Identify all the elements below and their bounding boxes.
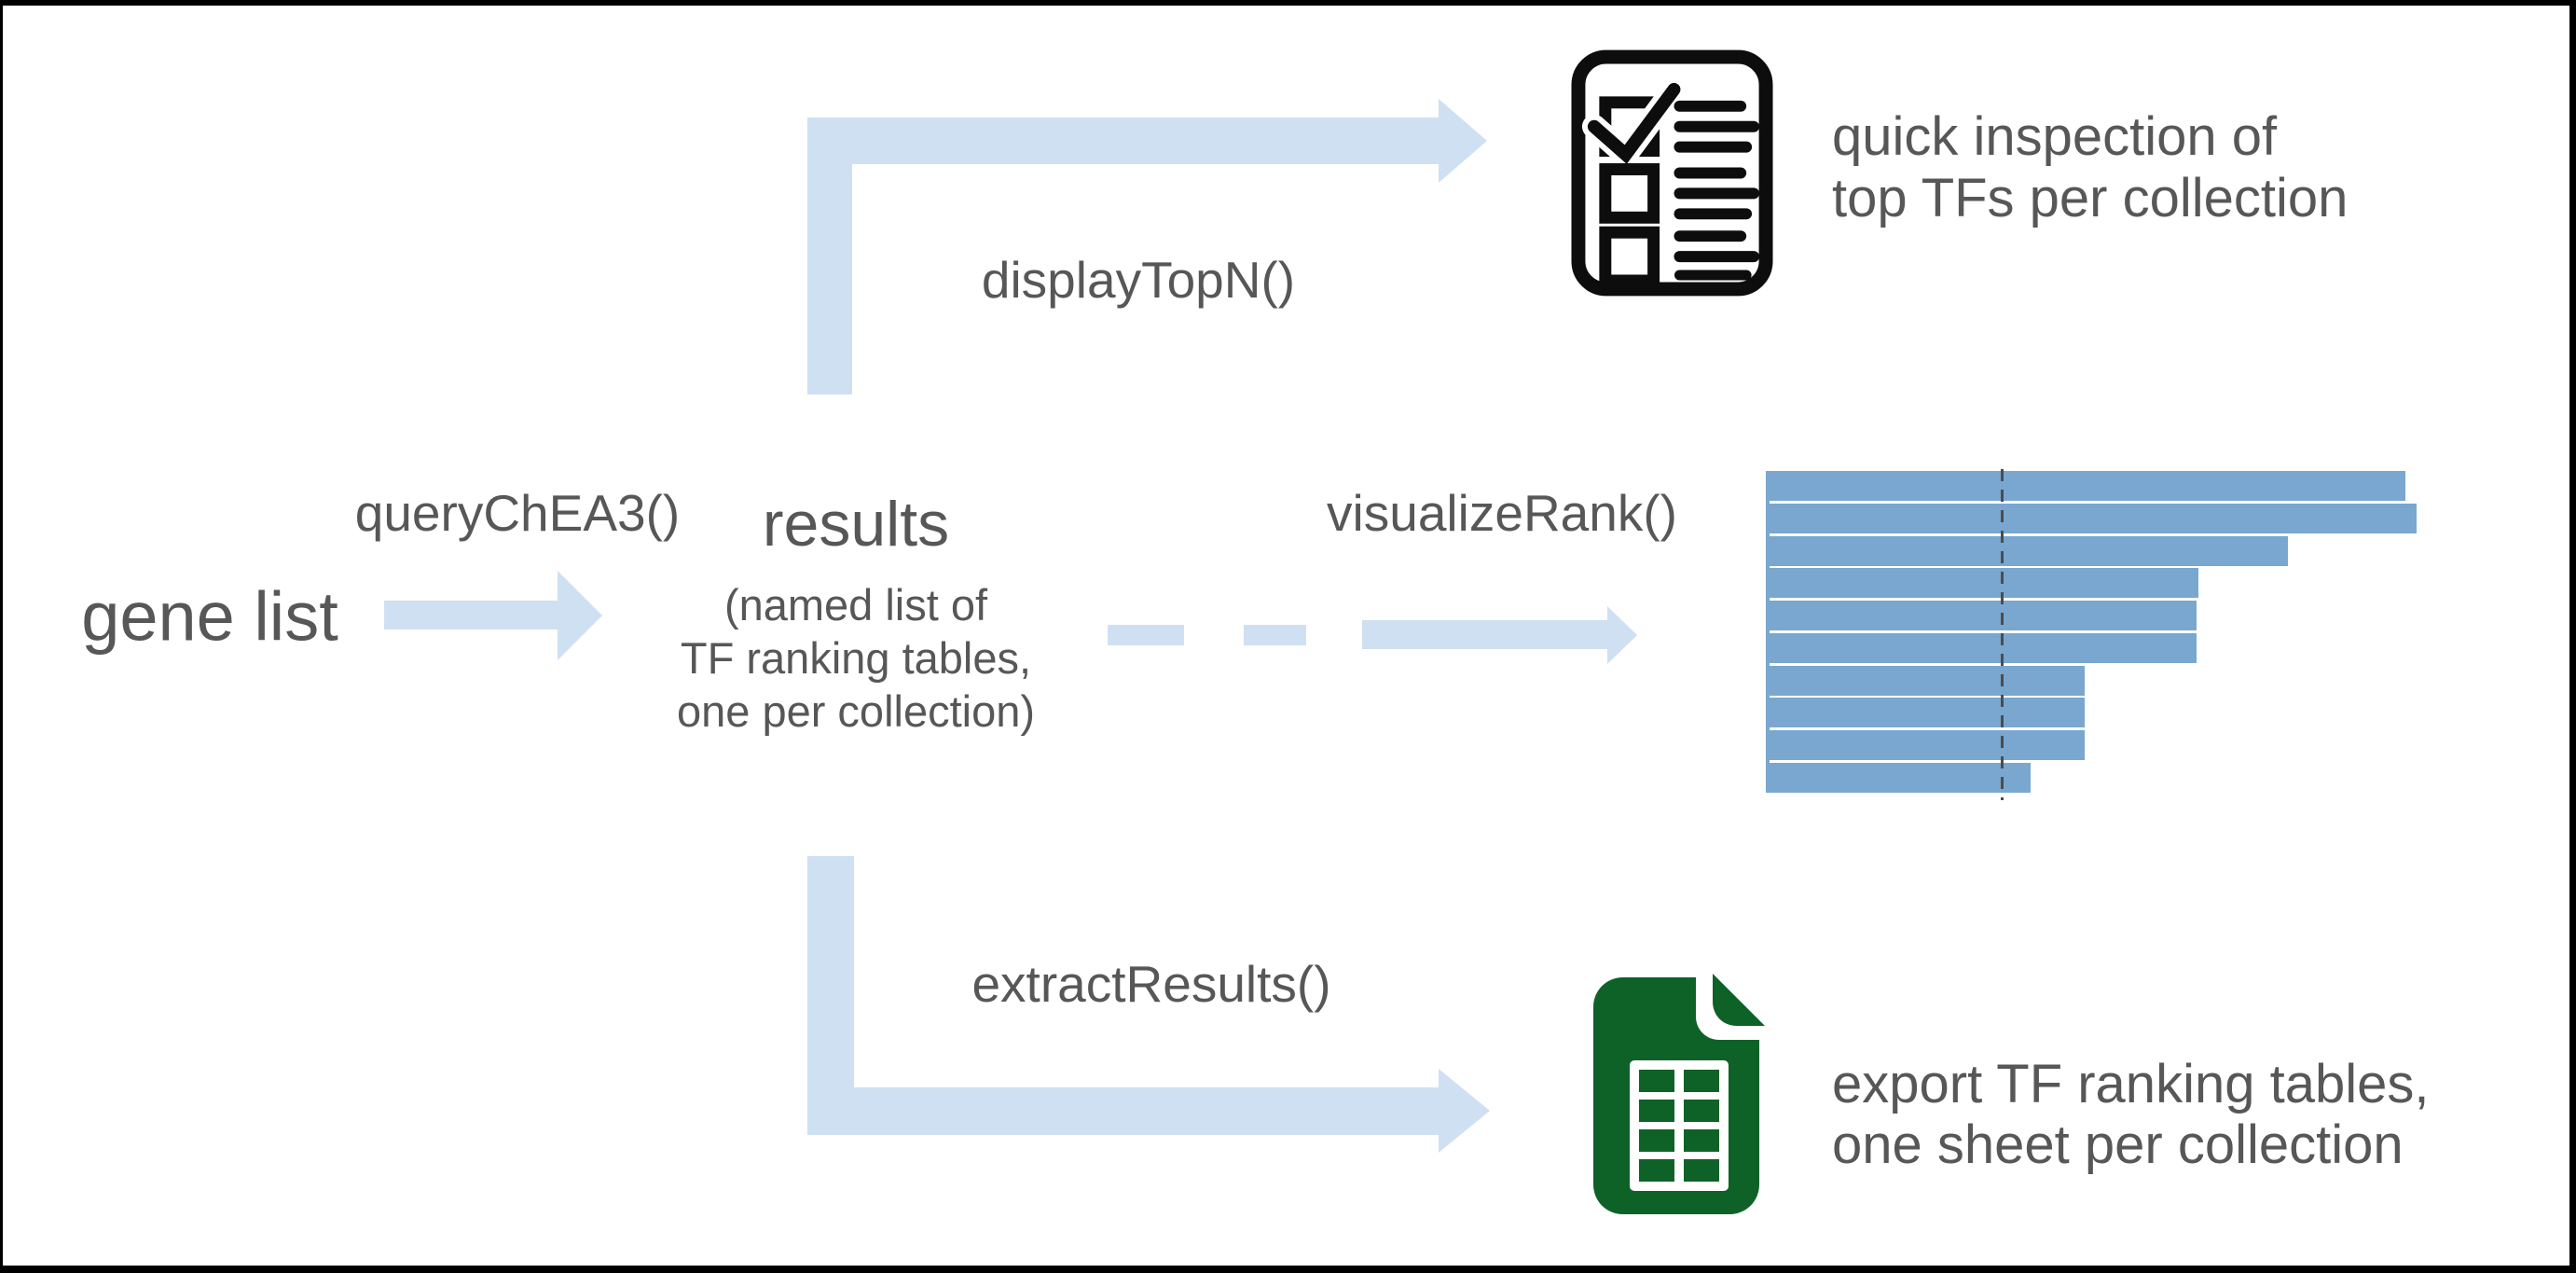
left-edge-bar xyxy=(0,0,3,1273)
export-line-1: export TF ranking tables, xyxy=(1832,1054,2430,1114)
display-arrow-head xyxy=(1439,99,1487,183)
results-sub-line-1: (named list of xyxy=(723,580,988,630)
inspection-line-1: quick inspection of xyxy=(1832,106,2278,167)
visualize-arrow-body xyxy=(1362,620,1607,649)
bottom-edge-bar xyxy=(0,1266,2576,1273)
export-annotation: export TF ranking tables, one sheet per … xyxy=(1832,1054,2531,1175)
display-arrow-horizontal xyxy=(807,118,1439,164)
visualize-arrow-head xyxy=(1607,606,1637,664)
bar-row-5 xyxy=(1769,601,2197,630)
results-sub-line-3: one per collection) xyxy=(676,686,1036,736)
extract-arrow-head xyxy=(1439,1069,1490,1153)
bar-row-1 xyxy=(1769,471,2405,501)
bar-row-2 xyxy=(1769,504,2417,533)
checklist-icon xyxy=(1571,49,1773,297)
top-edge-bar xyxy=(0,0,2576,6)
bar-row-6 xyxy=(1769,633,2197,663)
visualize-arrow-dash-1 xyxy=(1108,625,1184,645)
bar-row-4 xyxy=(1769,568,2198,598)
inspection-line-2: top TFs per collection xyxy=(1832,168,2349,228)
bar-row-8 xyxy=(1769,698,2085,727)
extract-arrow-horizontal xyxy=(807,1087,1439,1135)
visualize-arrow-dash-2 xyxy=(1244,625,1306,645)
gene-list-node: gene list xyxy=(81,577,338,656)
query-chea3-label: queryChEA3() xyxy=(354,484,681,542)
right-edge-bar xyxy=(2569,0,2576,1273)
results-node-subtitle: (named list of TF ranking tables, one pe… xyxy=(623,578,1089,738)
bar-row-10 xyxy=(1769,763,2031,793)
export-line-2: one sheet per collection xyxy=(1832,1114,2404,1175)
tf-rank-bar-chart xyxy=(1769,469,2431,800)
bar-row-9 xyxy=(1769,730,2085,760)
query-arrow-head xyxy=(558,571,602,660)
display-topn-label: displayTopN() xyxy=(981,251,1296,309)
inspection-annotation: quick inspection of top TFs per collecti… xyxy=(1832,106,2485,229)
bar-chart-axis xyxy=(1766,471,1770,793)
results-sub-line-2: TF ranking tables, xyxy=(680,633,1032,683)
reference-dashed-line xyxy=(2001,469,2004,800)
query-arrow-body xyxy=(384,601,558,630)
bar-row-7 xyxy=(1769,666,2085,696)
extract-results-label: extractResults() xyxy=(971,955,1331,1013)
visualize-rank-label: visualizeRank() xyxy=(1327,484,1677,542)
bar-row-3 xyxy=(1769,536,2288,566)
spreadsheet-icon xyxy=(1593,974,1765,1214)
results-node-title: results xyxy=(762,489,950,560)
